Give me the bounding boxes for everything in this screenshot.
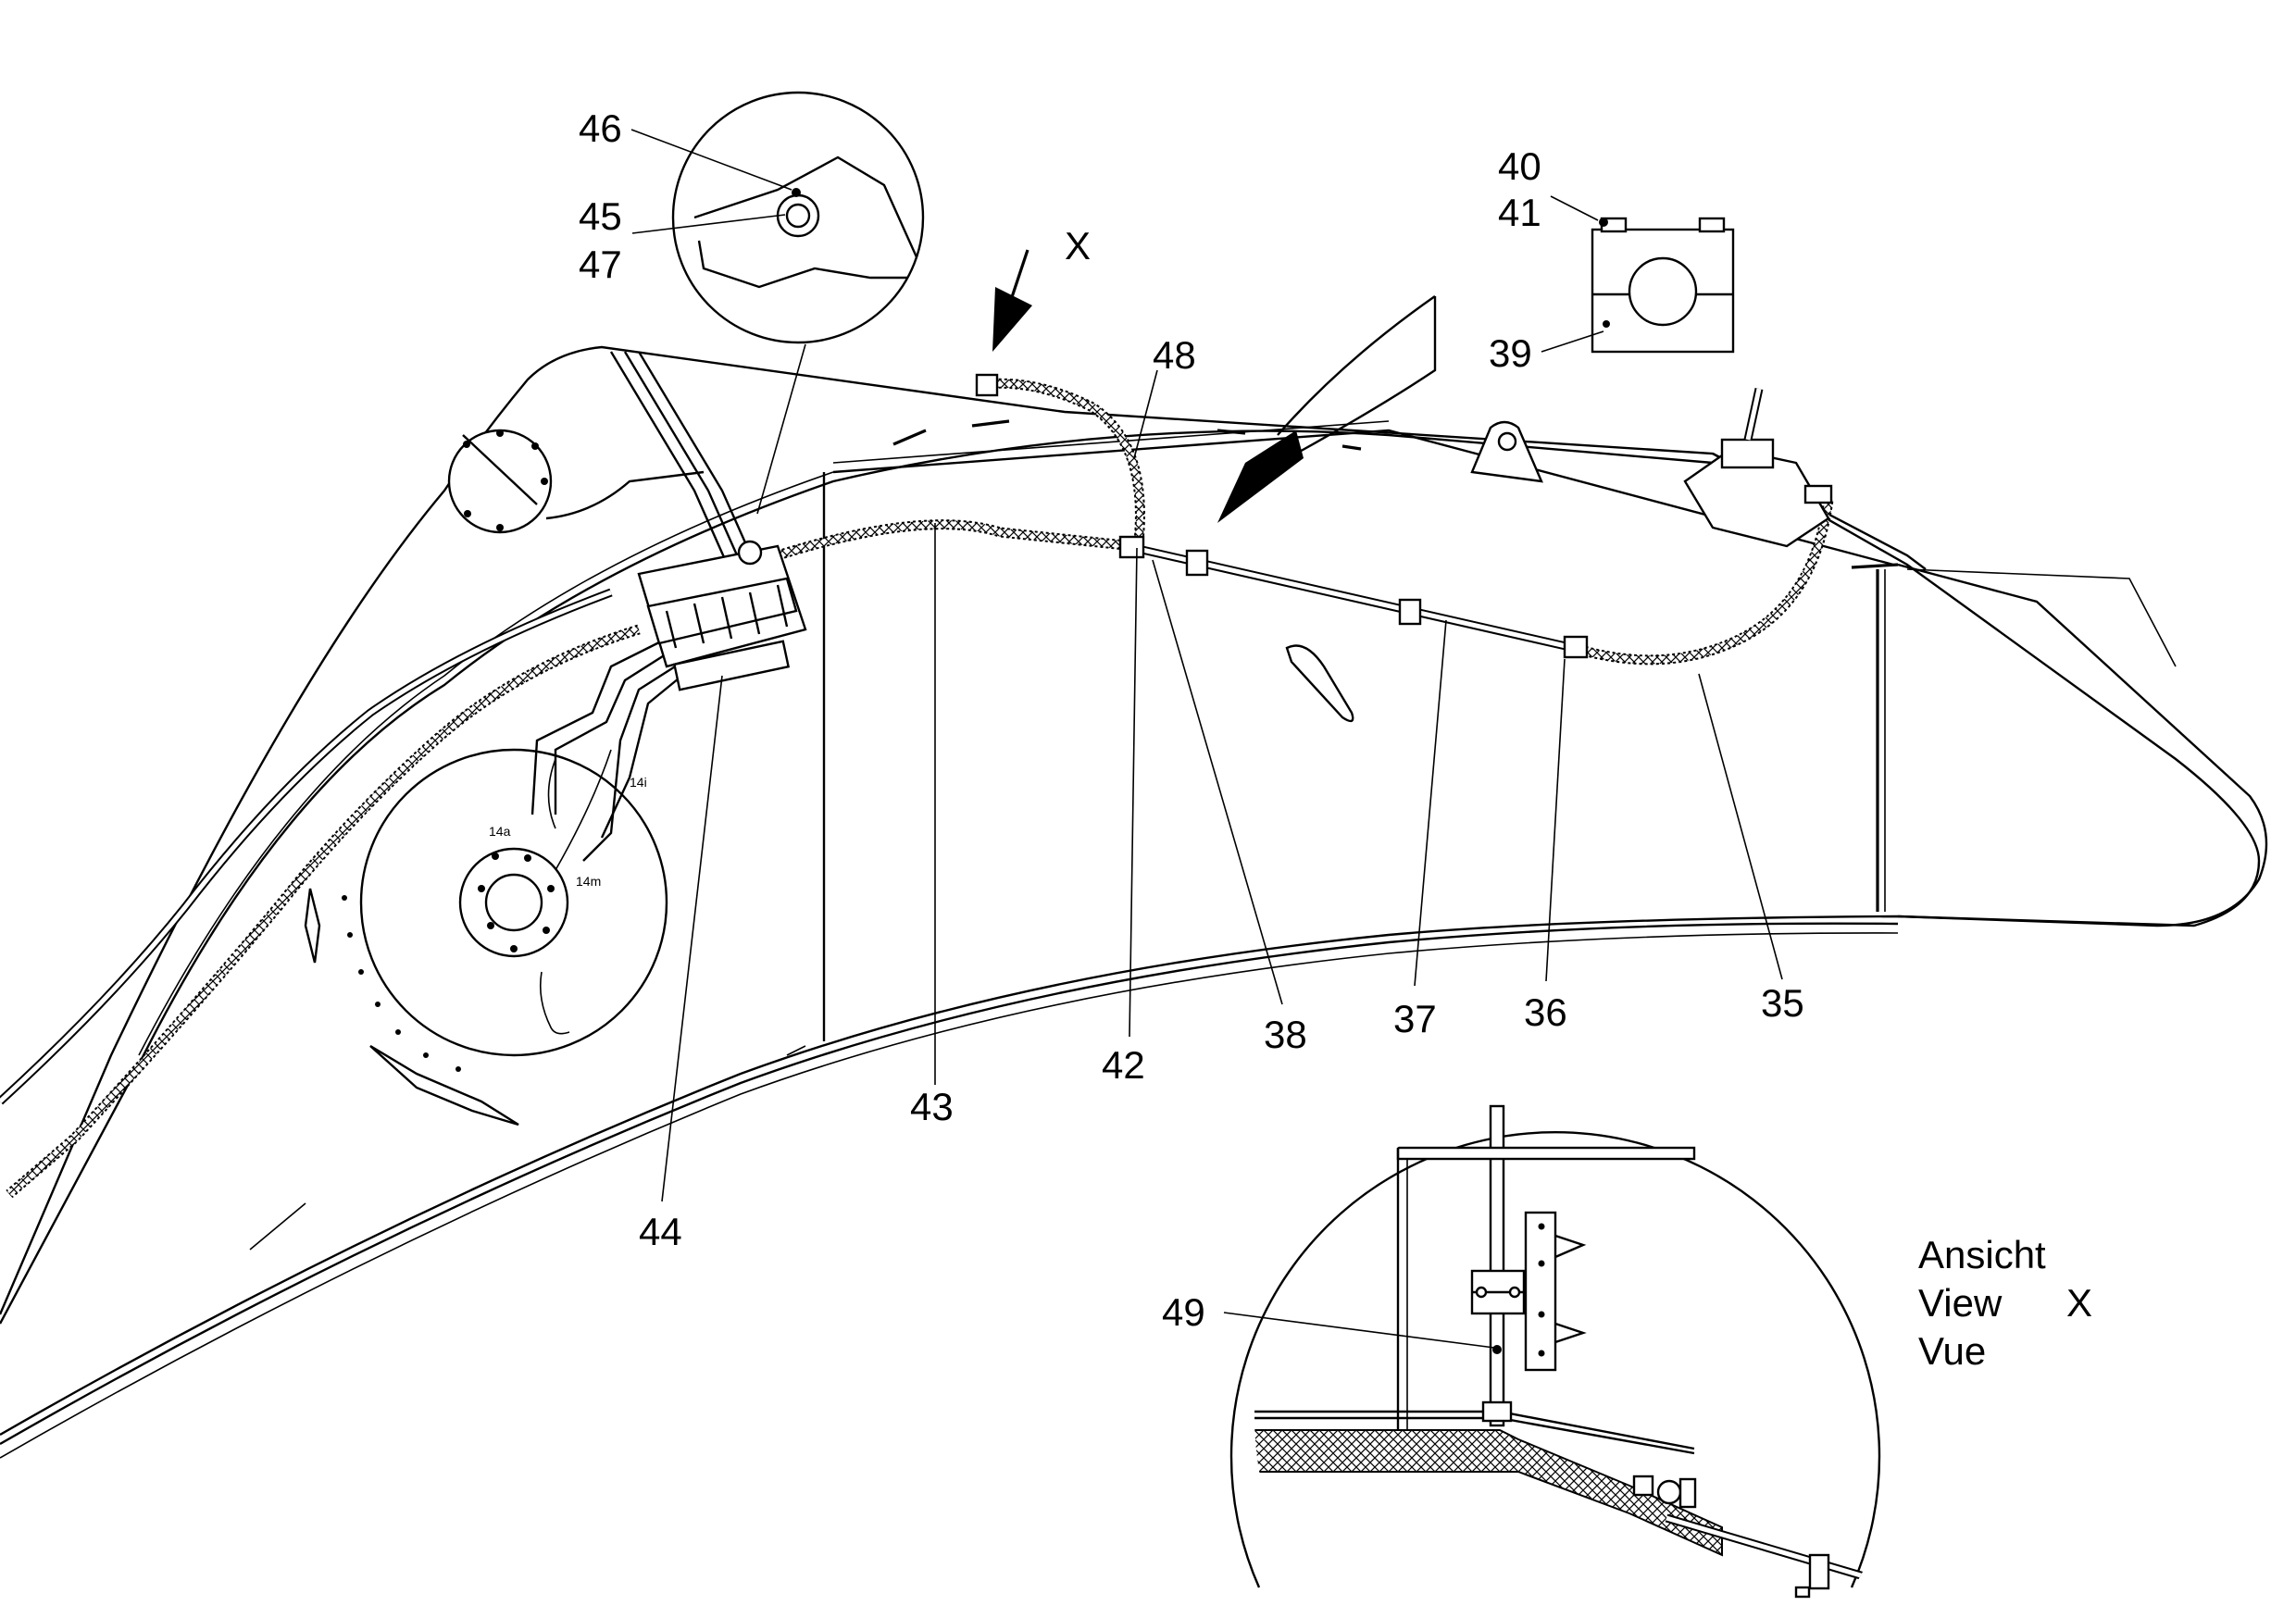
- pipe-clamps: [975, 373, 1589, 659]
- callout-35: 35: [1761, 981, 1804, 1025]
- view-caption-view: View: [1918, 1281, 2003, 1325]
- clamp-detail: [1591, 217, 1735, 354]
- view-caption-ansicht: Ansicht: [1918, 1233, 2046, 1276]
- small-labels: 14a 14i 14m: [489, 775, 647, 889]
- callout-44: 44: [639, 1210, 682, 1253]
- label-14i: 14i: [630, 775, 647, 790]
- callout-39: 39: [1489, 331, 1532, 375]
- valve-block: [637, 540, 807, 691]
- hydraulic-lines: [0, 351, 1834, 1199]
- callout-45: 45: [579, 194, 622, 238]
- callout-36: 36: [1524, 990, 1567, 1034]
- callout-47: 47: [579, 243, 622, 286]
- callout-40: 40: [1498, 144, 1541, 188]
- view-x-marker: X: [1065, 224, 1091, 268]
- callout-labels: 46 45 47 48 40 41 39 43 42 38 37 36 35 4…: [579, 106, 1804, 1334]
- leader-lines: [630, 129, 1783, 1349]
- view-caption-x: X: [2066, 1281, 2092, 1325]
- label-14a: 14a: [489, 824, 511, 839]
- label-14m: 14m: [576, 874, 601, 889]
- callout-46: 46: [579, 106, 622, 150]
- callout-48: 48: [1153, 333, 1196, 377]
- callout-38: 38: [1264, 1013, 1307, 1056]
- callout-42: 42: [1102, 1043, 1145, 1087]
- pivot-disc: [342, 748, 668, 1072]
- rear-fitting: [1683, 388, 1833, 548]
- view-x-arrow: X: [992, 224, 1091, 352]
- callout-49: 49: [1162, 1290, 1205, 1334]
- view-caption: Ansicht View X Vue: [1918, 1233, 2092, 1373]
- upper-flange-plate: [447, 429, 553, 534]
- callout-43: 43: [910, 1085, 954, 1128]
- view-caption-vue: Vue: [1918, 1329, 1986, 1373]
- detail-pointer-arrow: [1217, 295, 1437, 523]
- callout-37: 37: [1393, 997, 1437, 1040]
- bottom-detail-view-x: [1229, 1104, 1881, 1599]
- top-detail-circle: [671, 91, 925, 515]
- callout-41: 41: [1498, 191, 1541, 234]
